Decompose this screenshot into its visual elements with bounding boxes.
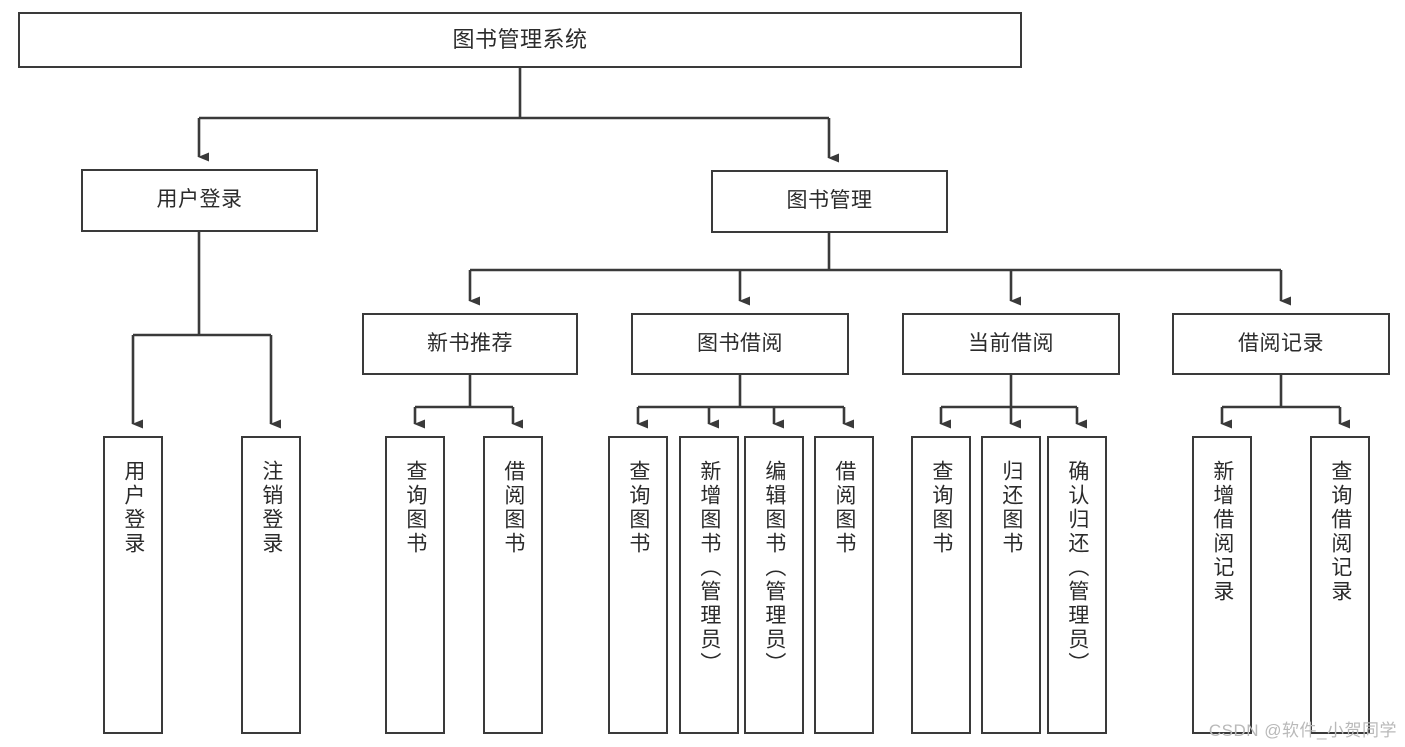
node-current-borrow[interactable]: 当前借阅 [902,313,1120,375]
node-book-management[interactable]: 图书管理 [711,170,948,233]
node-new-book-recommend[interactable]: 新书推荐 [362,313,578,375]
node-label: 查询借阅记录 [1328,460,1352,604]
node-leaf-confirm-return-admin[interactable]: 确认归还（管理员） [1047,436,1107,734]
node-leaf-edit-book-admin[interactable]: 编辑图书（管理员） [744,436,804,734]
node-leaf-query-book-borrow[interactable]: 查询图书 [608,436,668,734]
node-label: 借阅图书 [501,460,525,556]
node-label: 新增图书（管理员） [697,460,721,676]
node-label: 注销登录 [259,460,283,556]
node-leaf-borrow-book-recommend[interactable]: 借阅图书 [483,436,543,734]
node-label: 图书管理系统 [452,27,588,53]
node-label: 新书推荐 [427,331,513,355]
node-leaf-return-book[interactable]: 归还图书 [981,436,1041,734]
node-book-borrow[interactable]: 图书借阅 [631,313,849,375]
node-leaf-query-borrow-record[interactable]: 查询借阅记录 [1310,436,1370,734]
node-label: 用户登录 [156,188,243,212]
node-leaf-user-login[interactable]: 用户登录 [103,436,163,734]
node-label: 确认归还（管理员） [1065,460,1089,676]
node-user-login[interactable]: 用户登录 [81,169,318,232]
node-leaf-borrow-book[interactable]: 借阅图书 [814,436,874,734]
node-label: 借阅图书 [832,460,856,556]
node-label: 查询图书 [929,460,953,556]
watermark-text: CSDN @软件_小贺同学 [1208,721,1397,740]
node-label: 图书管理 [786,189,873,213]
node-label: 编辑图书（管理员） [762,460,786,676]
node-label: 借阅记录 [1238,331,1324,355]
node-borrow-record[interactable]: 借阅记录 [1172,313,1390,375]
node-leaf-logout[interactable]: 注销登录 [241,436,301,734]
node-label: 当前借阅 [968,331,1054,355]
node-label: 新增借阅记录 [1210,460,1234,604]
node-leaf-query-book-current[interactable]: 查询图书 [911,436,971,734]
node-root-book-management-system[interactable]: 图书管理系统 [18,12,1022,68]
node-leaf-add-borrow-record[interactable]: 新增借阅记录 [1192,436,1252,734]
node-label: 归还图书 [999,460,1023,556]
node-leaf-query-book-recommend[interactable]: 查询图书 [385,436,445,734]
node-leaf-add-book-admin[interactable]: 新增图书（管理员） [679,436,739,734]
node-label: 查询图书 [403,460,427,556]
node-label: 图书借阅 [697,331,783,355]
node-label: 查询图书 [626,460,650,556]
node-label: 用户登录 [121,460,145,556]
